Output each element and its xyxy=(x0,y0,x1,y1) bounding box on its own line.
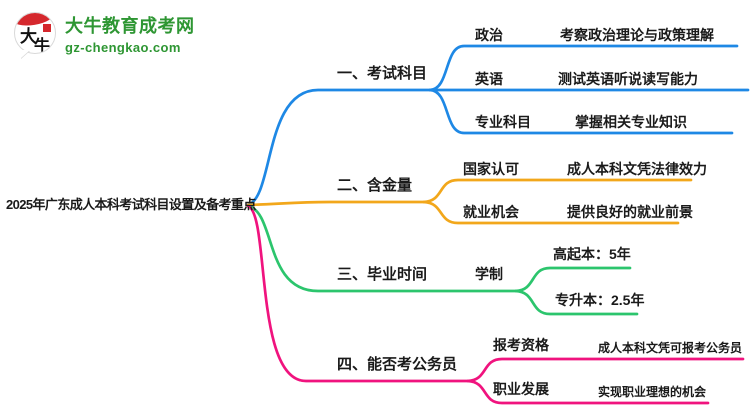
site-title: 大牛教育成考网 xyxy=(65,16,195,36)
leaf-major-label: 专业科目 xyxy=(475,114,531,130)
leaf-recognition-label: 国家认可 xyxy=(463,161,519,177)
logo-char-da: 大 xyxy=(20,27,37,46)
logo-text-column: 大牛教育成考网 gz-chengkao.com xyxy=(65,12,195,55)
branch-2-label: 二、含金量 xyxy=(337,177,413,194)
leaf-english-label: 英语 xyxy=(475,71,503,87)
leaf-english-desc: 测试英语听说读写能力 xyxy=(558,71,698,87)
branch-1-main-line xyxy=(246,88,432,207)
logo-char-niu: 牛 xyxy=(34,38,51,54)
leaf-employment-desc: 提供良好的就业前景 xyxy=(567,204,693,220)
leaf-employment-label: 就业机会 xyxy=(463,204,519,220)
branch-1-leaf-1-line xyxy=(428,44,739,92)
leaf-major-desc: 掌握相关专业知识 xyxy=(575,114,687,130)
branch-3-leaf-1-line xyxy=(514,266,632,293)
logo-circle: 大 牛 xyxy=(14,12,56,54)
site-domain: gz-chengkao.com xyxy=(65,40,181,55)
branch-4-main-line xyxy=(246,204,470,383)
leaf-zhuanshengben-desc: 专升本：2.5年 xyxy=(555,292,645,308)
leaf-politics-label: 政治 xyxy=(475,27,503,43)
leaf-politics-desc: 考察政治理论与政策理解 xyxy=(560,27,714,43)
root-node: 2025年广东成人本科考试科目设置及备考重点 xyxy=(6,197,256,212)
branch-3-label: 三、毕业时间 xyxy=(337,266,428,283)
branch-1-leaf-3-line xyxy=(428,88,734,135)
leaf-recognition-desc: 成人本科文凭法律效力 xyxy=(567,161,707,177)
branch-1-label: 一、考试科目 xyxy=(337,65,428,82)
leaf-career-label: 职业发展 xyxy=(493,381,549,397)
leaf-gaoqiben-desc: 高起本：5年 xyxy=(553,246,631,262)
branch-2-main-line xyxy=(246,200,426,207)
logo-speech-tail xyxy=(21,50,30,58)
branch-3-main-line xyxy=(246,204,518,293)
branch-4-leaf-2-line xyxy=(466,379,710,405)
site-logo[interactable]: 大 牛 大牛教育成考网 gz-chengkao.com xyxy=(14,12,195,58)
branch-4-leaf-1-line xyxy=(466,357,745,383)
leaf-career-desc: 实现职业理想的机会 xyxy=(598,385,707,399)
logo-red-seal xyxy=(43,24,51,32)
branch-4-label: 四、能否考公务员 xyxy=(337,356,458,373)
bull-logo-icon: 大 牛 xyxy=(14,12,56,58)
leaf-schooling-label: 学制 xyxy=(475,266,503,282)
branch-2-leaf-1-line xyxy=(422,178,693,204)
leaf-eligibility-label: 报考资格 xyxy=(493,337,549,353)
branch-2-leaf-2-line xyxy=(422,200,680,225)
branch-3-leaf-2-line xyxy=(514,289,639,316)
leaf-eligibility-desc: 成人本科文凭可报考公务员 xyxy=(598,341,743,355)
